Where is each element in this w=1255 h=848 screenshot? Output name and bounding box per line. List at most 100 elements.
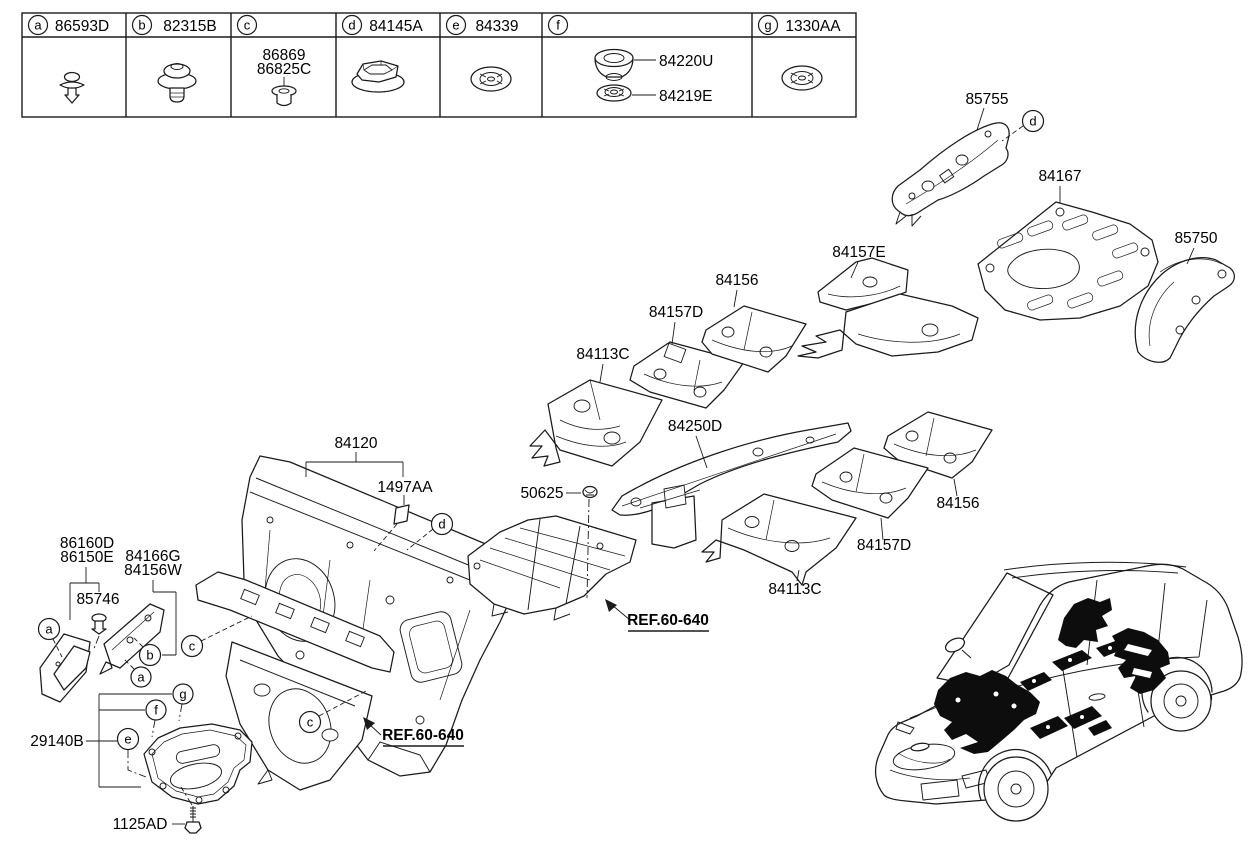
part-drawing-84157D-b: [811, 447, 929, 519]
label-84156W[interactable]: 84156W: [124, 562, 182, 579]
label-86160D[interactable]: 86160D: [60, 535, 114, 552]
label-84157E[interactable]: 84157E: [832, 244, 885, 261]
callout-b-letter: b: [146, 648, 153, 663]
label-85750[interactable]: 85750: [1174, 230, 1217, 247]
label-84113C-a[interactable]: 84113C: [576, 346, 629, 363]
legend-code-g[interactable]: 1330AA: [785, 18, 841, 35]
ref-label-2[interactable]: REF.60-640: [382, 727, 464, 747]
legend-code-84219E[interactable]: 84219E: [659, 88, 712, 105]
legend-table: a 86593D b 82315B c 86869 86825C d 84145…: [21, 12, 857, 118]
callout-a-1: a: [37, 617, 61, 641]
label-84120[interactable]: 84120: [334, 435, 377, 452]
legend-cell-f: f 84220U 84219E: [547, 14, 713, 105]
callout-g-letter: g: [179, 687, 186, 702]
legend-letter-c: c: [244, 18, 251, 33]
round-clip-icon-e: [470, 66, 512, 92]
part-drawing-85755: [891, 122, 1010, 227]
front-wheel: [978, 749, 1052, 822]
part-drawing-84157E: [797, 257, 979, 359]
ref-label-1[interactable]: REF.60-640: [627, 612, 709, 632]
label-84166G[interactable]: 84166G: [125, 548, 180, 565]
clip-85746-icon: [91, 613, 107, 635]
label-84250D[interactable]: 84250D: [668, 418, 722, 435]
label-85755[interactable]: 85755: [965, 91, 1008, 108]
headlight: [895, 721, 915, 735]
legend-code-86869[interactable]: 86869: [262, 47, 305, 64]
label-84156-b[interactable]: 84156: [936, 495, 979, 512]
part-drawing-84166G: [99, 603, 165, 675]
callout-c-1-letter: c: [189, 639, 196, 654]
part-drawing-84250D: [611, 422, 852, 549]
part-drawing-84156-b: [883, 411, 993, 479]
legend-letter-b: b: [138, 18, 145, 33]
part-drawing-29140B: [143, 723, 253, 805]
label-84167[interactable]: 84167: [1038, 168, 1081, 185]
part-drawing-86160D: [39, 633, 91, 703]
callout-d-84120-letter: d: [438, 517, 445, 532]
part-drawing-84157D-a: [629, 341, 745, 409]
label-29140B[interactable]: 29140B: [30, 733, 83, 750]
callout-c-1: c: [180, 634, 204, 658]
label-84157D-a[interactable]: 84157D: [649, 304, 703, 321]
label-84156-a[interactable]: 84156: [715, 272, 758, 289]
front-grille: [892, 742, 956, 771]
legend-letter-e: e: [452, 18, 459, 33]
nut-washer-icon: [351, 60, 405, 93]
callout-a-1-letter: a: [45, 622, 53, 637]
pin-clip-icon: [59, 71, 85, 104]
side-mirror: [944, 637, 972, 659]
legend-letter-a: a: [34, 18, 42, 33]
label-85746[interactable]: 85746: [76, 591, 119, 608]
callout-a-2: a: [130, 666, 152, 688]
pad-1497AA-icon: [393, 504, 410, 525]
legend-letter-g: g: [764, 18, 771, 33]
part-drawing-dash-insulator: [195, 571, 395, 791]
ref-60-640-text-1[interactable]: REF.60-640: [627, 612, 709, 629]
part-labels: 85755 84167 85750 84157E 84156 84157D 84…: [30, 91, 1218, 833]
callout-a-2-letter: a: [137, 670, 145, 685]
small-grommet-icon: [271, 85, 297, 107]
label-86150E[interactable]: 86150E: [60, 549, 113, 566]
callout-d-85755-letter: d: [1029, 114, 1036, 129]
legend-cell-g: g 1330AA: [757, 14, 841, 36]
label-1497AA[interactable]: 1497AA: [377, 479, 433, 496]
ref-60-640-text-2[interactable]: REF.60-640: [382, 727, 464, 744]
callout-e: e: [116, 727, 140, 751]
callout-g: g: [172, 683, 194, 705]
legend-letter-d: d: [348, 18, 355, 33]
car-illustration: [874, 0, 1243, 822]
label-84157D-b[interactable]: 84157D: [857, 537, 911, 554]
legend-code-b[interactable]: 82315B: [163, 18, 216, 35]
ref-arrow-1: [605, 599, 631, 621]
legend-code-86825C[interactable]: 86825C: [257, 61, 311, 78]
legend-letter-f: f: [556, 18, 560, 33]
legend-cell-b: b 82315B: [131, 14, 217, 36]
cup-grommet-icon: [594, 48, 634, 81]
callout-d-84120: d: [430, 512, 454, 536]
pad-location-patches: [934, 0, 1170, 754]
legend-code-e[interactable]: 84339: [475, 18, 518, 35]
callout-f: f: [145, 699, 167, 721]
legend-code-84220U[interactable]: 84220U: [659, 53, 713, 70]
part-drawing-center-floor-panel: [467, 515, 637, 621]
legend-code-d[interactable]: 84145A: [369, 18, 423, 35]
legend-cell-e: e 84339: [445, 14, 519, 36]
part-drawing-85750: [1134, 257, 1235, 363]
grommet-clip-icon: [157, 63, 197, 103]
label-1125AD[interactable]: 1125AD: [113, 816, 168, 833]
legend-cell-a: a 86593D: [27, 14, 109, 36]
callout-b: b: [138, 643, 162, 667]
part-drawing-84156-a: [701, 305, 807, 373]
license-plate-area: [920, 779, 960, 801]
part-drawing-84167: [977, 201, 1159, 321]
label-50625[interactable]: 50625: [520, 485, 563, 502]
washer-grommet-icon: [596, 84, 632, 102]
part-drawing-84113C-b: [701, 493, 857, 586]
legend-cell-d: d 84145A: [341, 14, 423, 36]
round-clip-icon-g: [781, 65, 823, 91]
legend-code-a[interactable]: 86593D: [55, 18, 109, 35]
callout-e-letter: e: [124, 732, 131, 747]
label-84113C-b[interactable]: 84113C: [768, 581, 821, 598]
